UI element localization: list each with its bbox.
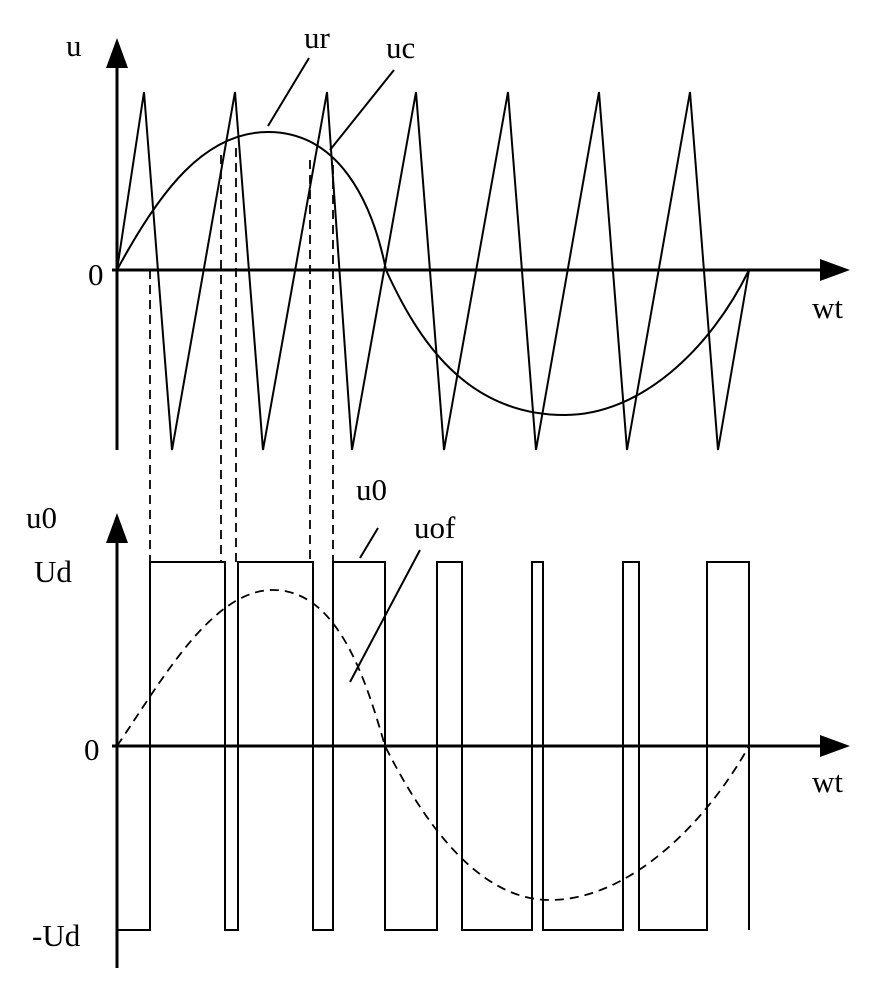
lower-x-axis-arrowhead xyxy=(820,735,850,757)
pulse-label: u0 xyxy=(356,472,387,507)
fundamental-label: uof xyxy=(414,510,456,545)
upper-x-axis-arrowhead xyxy=(820,259,850,281)
upper-y-axis-label: u xyxy=(66,28,82,63)
upper-y-axis-arrowhead xyxy=(106,38,128,68)
lower-y-axis-label: u0 xyxy=(26,500,57,535)
reference-sine-wave xyxy=(116,130,750,417)
lower-panel: u0 Ud 0 -Ud wt u0 uof xyxy=(26,472,850,968)
pwm-pulse-train xyxy=(117,561,750,931)
lower-origin-label: 0 xyxy=(84,732,100,767)
upper-panel: u 0 wt ur uc xyxy=(66,20,850,451)
lower-x-axis-label: wt xyxy=(812,764,843,799)
upper-x-axis-label: wt xyxy=(812,290,843,325)
high-level-label: Ud xyxy=(34,554,72,589)
uc-label-leader xyxy=(329,69,395,151)
intersection-projection-lines xyxy=(149,148,334,562)
uof-label-leader xyxy=(349,549,421,683)
low-level-label: -Ud xyxy=(32,918,81,953)
carrier-label: uc xyxy=(386,30,415,65)
fundamental-component-wave xyxy=(116,589,750,901)
lower-y-axis-arrowhead xyxy=(106,513,128,543)
carrier-triangle-wave xyxy=(116,91,750,451)
upper-origin-label: 0 xyxy=(88,257,104,292)
ur-label-leader xyxy=(267,57,310,127)
reference-label: ur xyxy=(304,20,331,55)
u0-label-leader xyxy=(359,527,379,559)
